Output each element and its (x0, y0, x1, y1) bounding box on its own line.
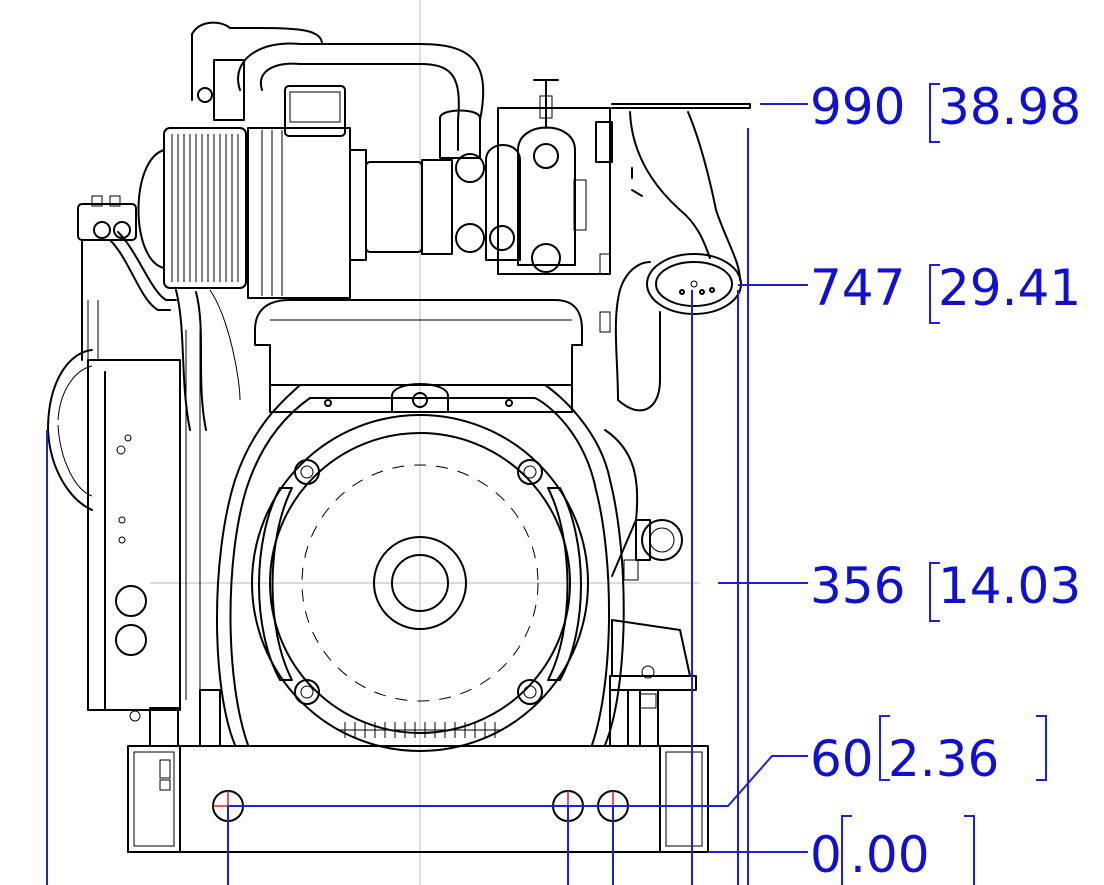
left-hoses (77, 195, 241, 700)
housing-bolts (294, 459, 543, 705)
dim-mm-747: 747 (810, 259, 905, 317)
control-box (81, 239, 181, 711)
air-filter (137, 127, 247, 289)
dimension-0: 0 .00 (810, 815, 975, 885)
dim-in-356: 14.03 (938, 557, 1081, 615)
dimension-leaders (46, 103, 808, 885)
generator-set-outline (47, 21, 751, 853)
intercooler (247, 85, 367, 299)
dim-in-990: 38.98 (938, 78, 1081, 136)
dim-in-747: 29.41 (938, 259, 1081, 317)
dim-mm-60: 60 (810, 730, 874, 788)
base-skid (127, 745, 709, 853)
exhaust-elbow (611, 103, 751, 412)
frame-uprights (129, 619, 697, 747)
dim-mm-356: 356 (810, 557, 905, 615)
dim-mm-0: 0 (810, 826, 842, 884)
dim-mm-990: 990 (810, 78, 905, 136)
dim-in-0: .00 (850, 826, 930, 884)
dimension-990: 990 38.98 (810, 78, 1081, 143)
turbo-exhaust (191, 21, 521, 261)
dimension-60: 60 2.36 (810, 715, 1047, 788)
cooling-fan-guard (47, 349, 93, 511)
centerlines (150, 0, 700, 885)
fuel-system (497, 79, 613, 333)
dimension-747: 747 29.41 (810, 259, 1081, 324)
oil-filter (604, 429, 683, 581)
engine-valve-cover (254, 299, 583, 407)
dimension-356: 356 14.03 (810, 557, 1081, 622)
dim-in-60: 2.36 (888, 730, 999, 788)
